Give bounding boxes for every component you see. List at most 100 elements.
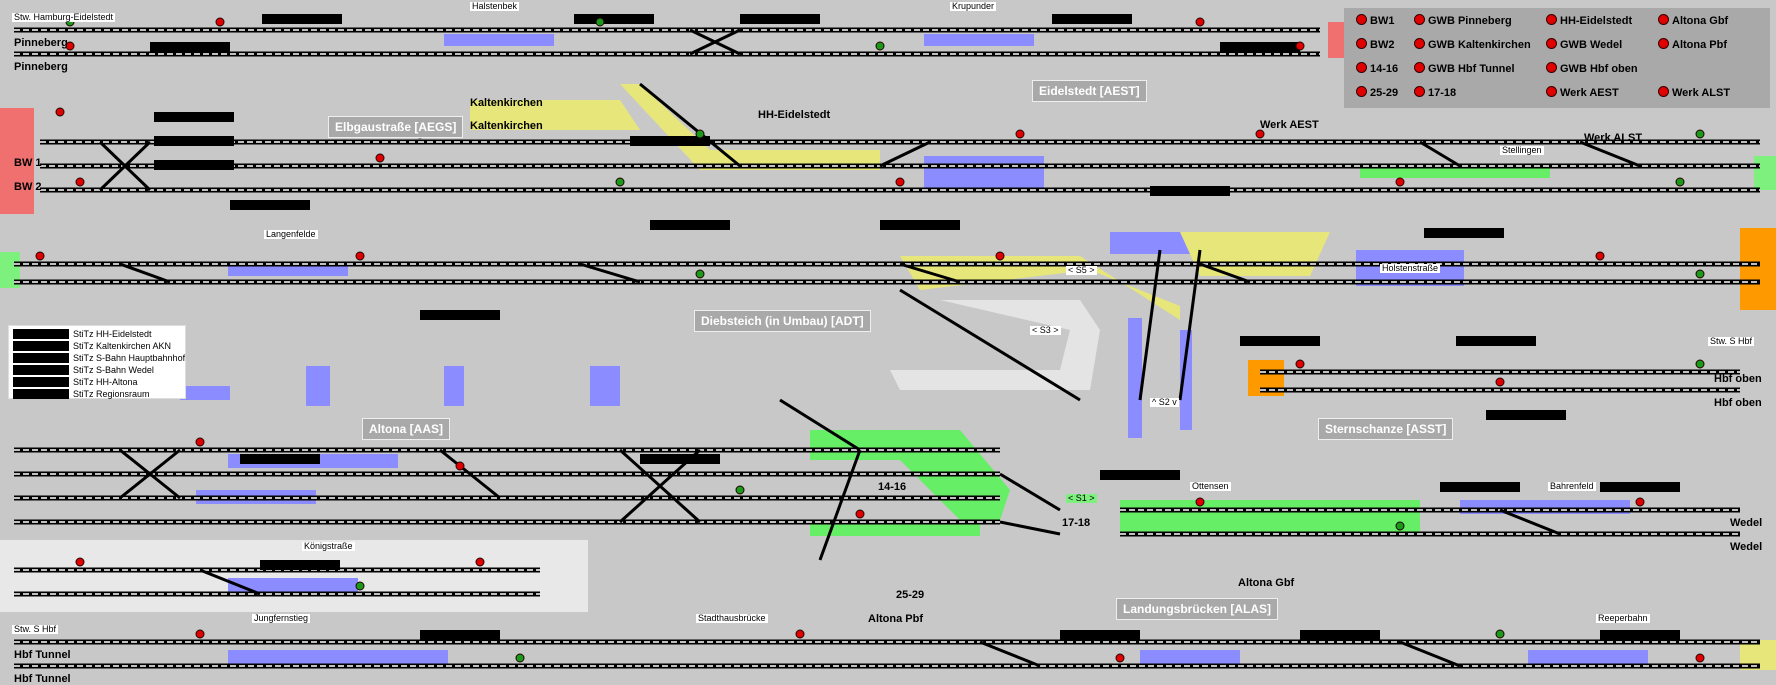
track-name[interactable]: Kaltenkirchen bbox=[470, 120, 543, 132]
signal-icon[interactable] bbox=[195, 437, 205, 447]
crossover[interactable] bbox=[119, 448, 181, 500]
stitz-indicator[interactable] bbox=[13, 329, 69, 339]
signal-icon[interactable] bbox=[1395, 521, 1405, 531]
train-number-field[interactable] bbox=[880, 220, 960, 230]
signal-icon[interactable] bbox=[1595, 251, 1605, 261]
crossover[interactable] bbox=[689, 28, 741, 56]
train-number-field[interactable] bbox=[1150, 186, 1230, 196]
legend-item[interactable]: Werk AEST bbox=[1546, 86, 1619, 99]
crossover[interactable] bbox=[639, 82, 741, 168]
train-number-field[interactable] bbox=[154, 160, 234, 170]
signal-icon[interactable] bbox=[1695, 269, 1705, 279]
signal-icon[interactable] bbox=[1195, 17, 1205, 27]
train-number-field[interactable] bbox=[260, 560, 340, 570]
crossover[interactable] bbox=[1138, 249, 1162, 401]
train-number-field[interactable] bbox=[1440, 482, 1520, 492]
track-name[interactable]: BW 1 bbox=[14, 157, 42, 169]
crossover[interactable] bbox=[999, 520, 1061, 536]
signal-icon[interactable] bbox=[75, 177, 85, 187]
signal-icon[interactable] bbox=[215, 17, 225, 27]
legend-item[interactable]: GWB Wedel bbox=[1546, 38, 1622, 51]
station-diebsteich[interactable]: Diebsteich (in Umbau) [ADT] bbox=[694, 310, 871, 332]
train-number-field[interactable] bbox=[574, 14, 654, 24]
train-number-field[interactable] bbox=[1486, 410, 1566, 420]
legend-item[interactable]: HH-Eidelstedt bbox=[1546, 14, 1632, 27]
signal-icon[interactable] bbox=[1015, 129, 1025, 139]
track-name[interactable]: Pinneberg bbox=[14, 61, 68, 73]
stitz-indicator[interactable] bbox=[13, 341, 69, 351]
train-number-field[interactable] bbox=[630, 136, 710, 146]
crossover[interactable] bbox=[779, 398, 861, 452]
legend-item[interactable]: GWB Hbf oben bbox=[1546, 62, 1638, 75]
signal-group[interactable] bbox=[35, 17, 1705, 663]
exit-marker-east-1[interactable] bbox=[1754, 156, 1776, 190]
station-altona[interactable]: Altona [AAS] bbox=[362, 418, 450, 440]
train-number-field[interactable] bbox=[1240, 336, 1320, 346]
signal-icon[interactable] bbox=[1195, 497, 1205, 507]
signal-icon[interactable] bbox=[55, 107, 65, 117]
crossover[interactable] bbox=[979, 640, 1041, 668]
track-name[interactable]: BW 2 bbox=[14, 181, 42, 193]
signal-icon[interactable] bbox=[1495, 629, 1505, 639]
signal-icon[interactable] bbox=[375, 153, 385, 163]
track-name[interactable]: Hbf oben bbox=[1714, 373, 1762, 385]
crossover[interactable] bbox=[879, 140, 931, 168]
legend-item[interactable]: Altona Pbf bbox=[1658, 38, 1727, 51]
track-name[interactable]: Wedel bbox=[1730, 517, 1763, 529]
crossover[interactable] bbox=[98, 140, 152, 192]
train-number-field[interactable] bbox=[640, 454, 720, 464]
route-label-s1[interactable]: < S1 > bbox=[1066, 493, 1097, 503]
train-number-field[interactable] bbox=[420, 310, 500, 320]
train-number-field[interactable] bbox=[150, 42, 230, 52]
train-number-field[interactable] bbox=[1600, 482, 1680, 492]
station-landungsbruecken[interactable]: Landungsbrücken [ALAS] bbox=[1116, 598, 1279, 620]
signal-icon[interactable] bbox=[855, 509, 865, 519]
crossover[interactable] bbox=[1199, 262, 1251, 284]
crossover[interactable] bbox=[1499, 508, 1561, 536]
legend-item[interactable]: GWB Hbf Tunnel bbox=[1414, 62, 1515, 75]
train-number-field[interactable] bbox=[154, 112, 234, 122]
signal-icon[interactable] bbox=[595, 17, 605, 27]
train-number-field[interactable] bbox=[650, 220, 730, 230]
signal-icon[interactable] bbox=[875, 41, 885, 51]
track-name[interactable]: Wedel bbox=[1730, 541, 1763, 553]
station-elbgaustrasse[interactable]: Elbgaustraße [AEGS] bbox=[328, 116, 464, 138]
train-number-field[interactable] bbox=[1060, 630, 1140, 640]
signal-icon[interactable] bbox=[1115, 653, 1125, 663]
stitz-indicator[interactable] bbox=[13, 365, 69, 375]
signal-icon[interactable] bbox=[1675, 177, 1685, 187]
track-name[interactable]: Kaltenkirchen bbox=[470, 97, 543, 109]
track-name[interactable]: Werk AEST bbox=[1260, 119, 1319, 131]
legend-item[interactable]: 17-18 bbox=[1414, 86, 1456, 99]
train-number-field[interactable] bbox=[240, 454, 320, 464]
track-name[interactable]: Werk ALST bbox=[1584, 132, 1643, 144]
signal-icon[interactable] bbox=[695, 129, 705, 139]
track-name[interactable]: Hbf oben bbox=[1714, 397, 1762, 409]
signal-icon[interactable] bbox=[1295, 359, 1305, 369]
signal-icon[interactable] bbox=[1395, 177, 1405, 187]
track-name[interactable]: Altona Gbf bbox=[1238, 577, 1295, 589]
exit-marker-bw[interactable] bbox=[0, 108, 34, 214]
legend-item[interactable]: BW1 bbox=[1356, 14, 1394, 27]
signal-icon[interactable] bbox=[355, 251, 365, 261]
legend-item[interactable]: GWB Kaltenkirchen bbox=[1414, 38, 1531, 51]
train-number-fields[interactable] bbox=[150, 14, 1680, 640]
legend-item[interactable]: Werk ALST bbox=[1658, 86, 1730, 99]
signal-icon[interactable] bbox=[1695, 653, 1705, 663]
crossover[interactable] bbox=[999, 472, 1061, 512]
signal-icon[interactable] bbox=[1495, 377, 1505, 387]
train-number-field[interactable] bbox=[1424, 228, 1504, 238]
train-number-field[interactable] bbox=[1220, 42, 1300, 52]
train-number-field[interactable] bbox=[1456, 336, 1536, 346]
exit-marker-holsten[interactable] bbox=[1740, 228, 1776, 310]
stitz-indicator[interactable] bbox=[13, 377, 69, 387]
track-name[interactable]: Pinneberg bbox=[14, 37, 68, 49]
signal-icon[interactable] bbox=[455, 461, 465, 471]
route-label-s2[interactable]: ^ S2 v bbox=[1150, 397, 1179, 407]
crossover[interactable] bbox=[899, 262, 961, 284]
signal-icon[interactable] bbox=[1295, 41, 1305, 51]
train-number-field[interactable] bbox=[1300, 630, 1380, 640]
signal-icon[interactable] bbox=[475, 557, 485, 567]
crossover[interactable] bbox=[1178, 249, 1202, 401]
train-number-field[interactable] bbox=[1600, 630, 1680, 640]
